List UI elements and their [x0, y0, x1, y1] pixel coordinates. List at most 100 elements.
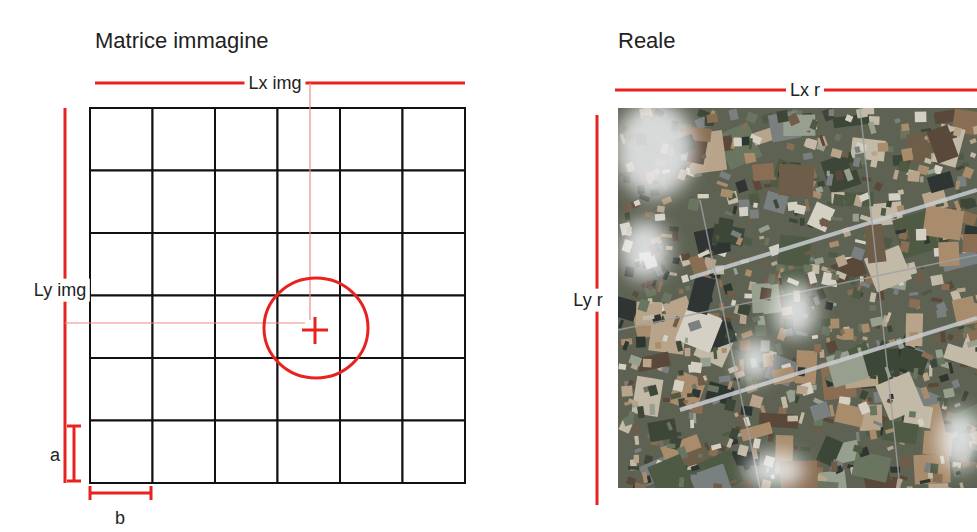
- dimension-label: Lx r: [786, 79, 824, 102]
- land-patch: [927, 171, 955, 193]
- land-patch: [887, 398, 893, 403]
- pixel-cell: [403, 108, 466, 171]
- land-patch: [967, 329, 977, 342]
- land-patch: [920, 386, 930, 399]
- land-patch: [953, 127, 962, 137]
- land-patch: [706, 113, 718, 123]
- land-patch: [719, 171, 731, 181]
- land-patch: [913, 368, 919, 379]
- land-patch: [778, 164, 814, 197]
- land-patch: [825, 301, 834, 310]
- land-patch: [812, 335, 818, 339]
- land-patch: [771, 261, 778, 266]
- land-patch: [834, 133, 842, 141]
- land-patch: [678, 370, 684, 376]
- land-patch: [672, 257, 680, 264]
- land-patch: [666, 422, 672, 431]
- pixel-size-label: b: [115, 508, 125, 529]
- pixel-cell: [278, 108, 341, 171]
- land-patch: [907, 486, 913, 488]
- land-patch: [898, 455, 913, 470]
- land-patch: [707, 385, 719, 393]
- pixel-cell: [90, 233, 153, 296]
- land-patch: [874, 182, 883, 192]
- land-patch: [755, 325, 767, 336]
- land-patch: [628, 354, 642, 366]
- land-patch: [890, 477, 897, 488]
- land-patch: [724, 210, 733, 216]
- pixel-cell: [90, 108, 153, 171]
- land-patch: [749, 209, 759, 219]
- land-patch: [816, 288, 826, 300]
- land-patch: [809, 119, 818, 130]
- land-patch: [752, 163, 775, 182]
- land-patch: [955, 180, 960, 189]
- land-patch: [887, 445, 894, 451]
- land-patch: [670, 392, 682, 400]
- land-patch: [781, 396, 789, 408]
- pixel-cell: [215, 233, 278, 296]
- land-patch: [927, 168, 935, 174]
- land-patch: [685, 285, 691, 291]
- land-patch: [807, 271, 817, 284]
- land-patch: [969, 138, 976, 144]
- land-patch: [758, 225, 770, 234]
- land-patch: [869, 429, 877, 440]
- pixel-cell: [153, 358, 216, 421]
- land-patch: [909, 411, 916, 418]
- land-patch: [636, 352, 671, 373]
- guide-lines: [65, 83, 310, 323]
- land-patch: [631, 376, 663, 417]
- land-patch: [732, 205, 737, 214]
- land-patch: [687, 275, 716, 315]
- land-patch: [667, 444, 676, 449]
- land-patch: [897, 161, 910, 173]
- center-cross: [302, 317, 328, 344]
- land-patch: [685, 348, 691, 356]
- land-patch: [744, 149, 756, 153]
- land-patch: [647, 418, 677, 442]
- land-patch: [941, 283, 949, 290]
- land-patch: [634, 448, 642, 454]
- land-patch: [920, 176, 924, 182]
- land-patch: [924, 157, 932, 164]
- land-patch: [655, 342, 662, 349]
- land-patch: [628, 411, 635, 420]
- land-patch: [711, 443, 722, 450]
- land-patch: [862, 336, 868, 340]
- land-patch: [917, 418, 925, 427]
- pixel-cell: [215, 421, 278, 484]
- land-patch: [727, 290, 736, 297]
- land-patch: [620, 202, 633, 214]
- land-patch: [751, 315, 760, 323]
- land-patch: [805, 138, 818, 150]
- land-patch: [720, 189, 733, 199]
- land-patch: [893, 170, 899, 180]
- land-patch: [835, 170, 843, 181]
- land-patch: [853, 444, 864, 453]
- land-patch: [719, 242, 731, 248]
- land-patch: [655, 213, 666, 221]
- land-patch: [916, 229, 927, 241]
- land-patch: [689, 412, 693, 419]
- land-patch: [637, 406, 645, 418]
- pixel-cell: [278, 171, 341, 234]
- land-patch: [662, 196, 673, 205]
- land-patch: [960, 198, 973, 207]
- highlight-ellipse: [264, 278, 368, 378]
- land-patch: [915, 272, 925, 283]
- land-patch: [833, 194, 846, 207]
- land-patch: [735, 179, 748, 193]
- land-patch: [814, 257, 824, 265]
- land-patch: [868, 397, 872, 402]
- land-patch: [663, 270, 670, 280]
- land-patch: [622, 341, 629, 351]
- panel-title: Reale: [618, 28, 675, 53]
- pixel-cell: [340, 171, 403, 234]
- land-patch: [749, 138, 753, 150]
- land-patch: [690, 420, 694, 429]
- land-patch: [794, 204, 806, 215]
- pixel-cell: [153, 296, 216, 359]
- land-patch: [772, 177, 777, 181]
